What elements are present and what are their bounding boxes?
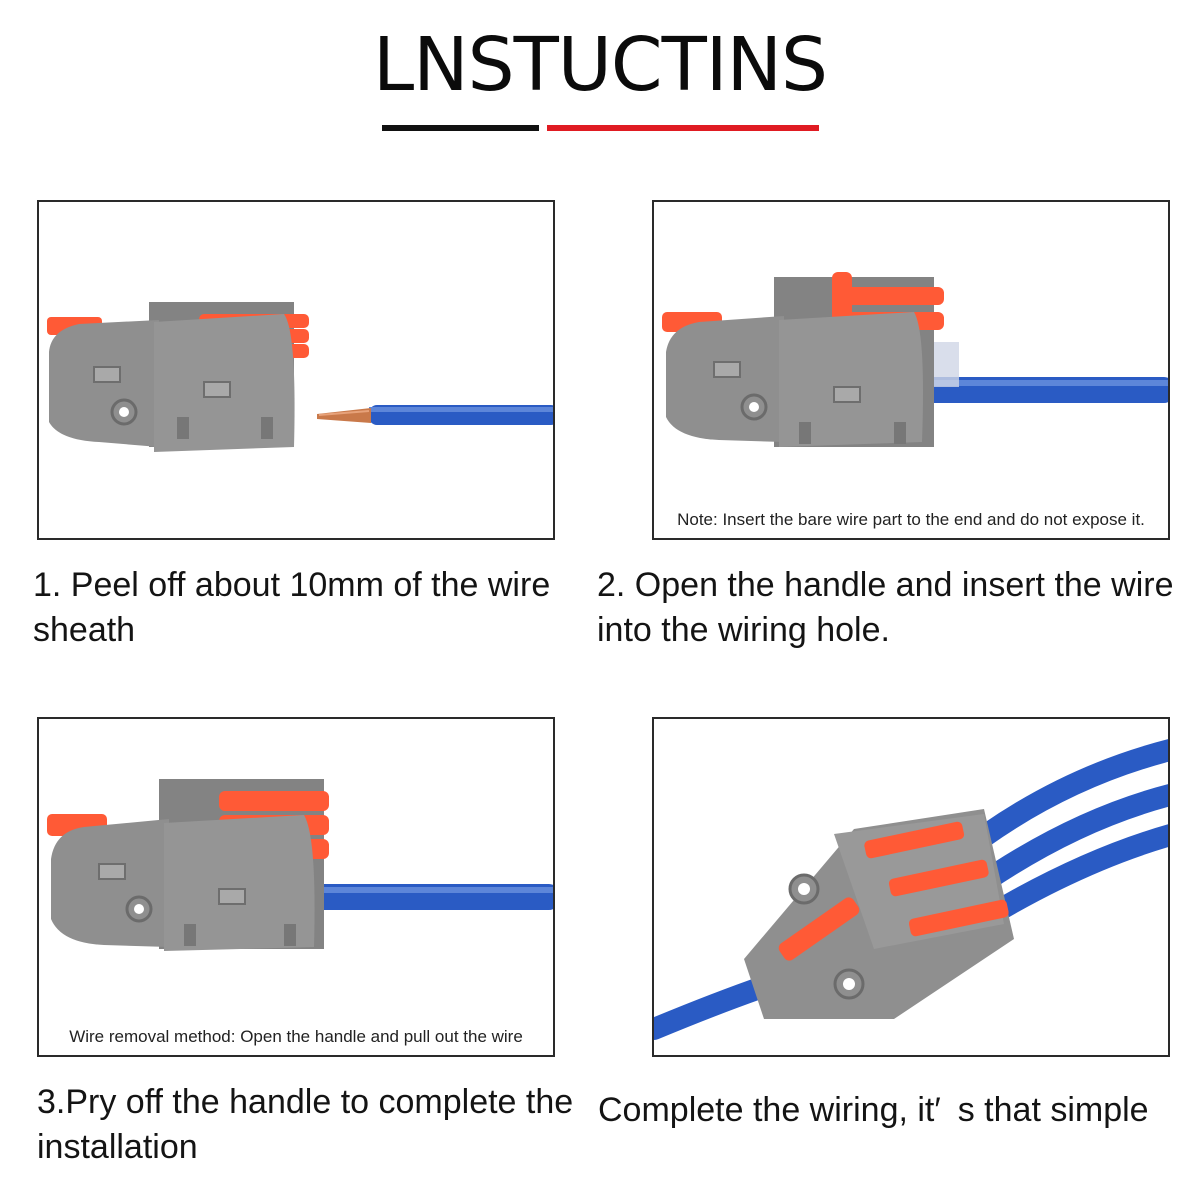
- connector-closed-handle-illustration: [47, 779, 553, 951]
- step-3-note: Wire removal method: Open the handle and…: [69, 1027, 523, 1046]
- page-title: LNSTUCTINS: [373, 22, 828, 108]
- step-3-image: Wire removal method: Open the handle and…: [37, 717, 555, 1057]
- connector-with-stripped-wire-illustration: [47, 302, 553, 452]
- step-1-caption: 1. Peel off about 10mm of the wire sheat…: [33, 566, 551, 649]
- step-2-note: Note: Insert the bare wire part to the e…: [677, 510, 1145, 529]
- title-underline-red: [547, 125, 819, 131]
- step-2-caption: 2. Open the handle and insert the wire i…: [597, 566, 1174, 649]
- step-4-caption: Complete the wiring, it′ s that simple: [598, 1091, 1149, 1129]
- connector-open-handle-illustration: [662, 272, 1168, 447]
- title-underline-black: [382, 125, 539, 131]
- connector-fully-wired-illustration: [654, 739, 1168, 1040]
- step-2-image: Note: Insert the bare wire part to the e…: [652, 200, 1170, 540]
- step-3-caption: 3.Pry off the handle to complete the ins…: [37, 1083, 574, 1166]
- step-1-image: [37, 200, 555, 540]
- step-4-image: [652, 717, 1170, 1057]
